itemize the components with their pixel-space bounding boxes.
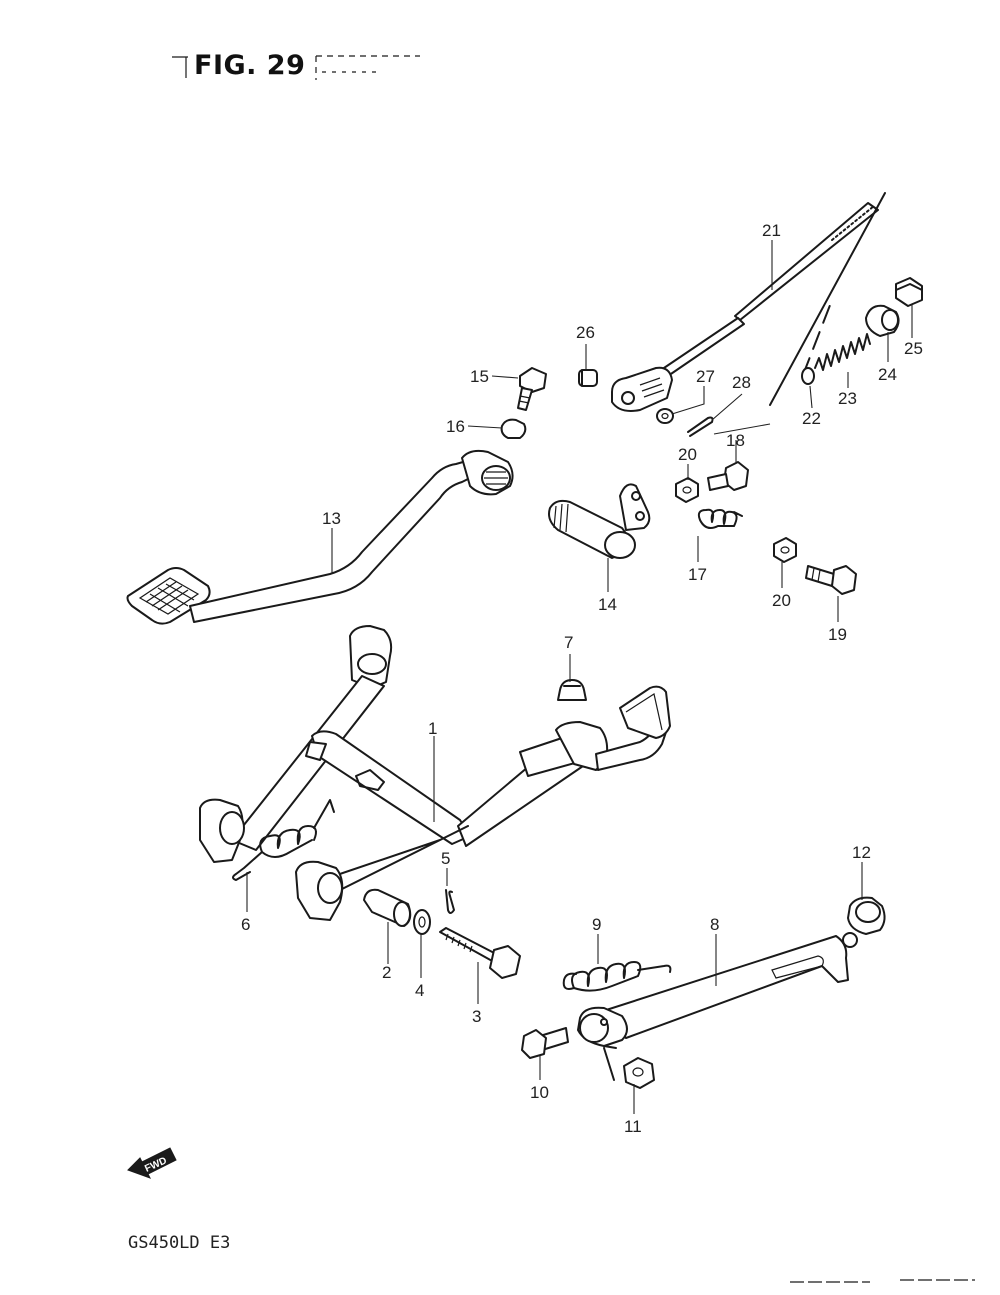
callout-16: 16 bbox=[446, 417, 465, 436]
part-3-bolt bbox=[439, 927, 521, 979]
callout-20-upper: 20 bbox=[678, 445, 697, 464]
part-23-spring bbox=[814, 333, 871, 371]
part-21-brake-rod bbox=[611, 192, 886, 412]
header-marks bbox=[172, 55, 420, 80]
part-19-bolt bbox=[805, 565, 857, 595]
fwd-label: FWD bbox=[143, 1155, 168, 1174]
callout-15: 15 bbox=[470, 367, 489, 386]
callout-13: 13 bbox=[322, 509, 341, 528]
fwd-arrow-icon: FWD bbox=[127, 1147, 177, 1179]
model-code: GS450LD E3 bbox=[128, 1233, 231, 1253]
callout-5: 5 bbox=[441, 849, 450, 868]
part-14-brake-shaft bbox=[548, 483, 651, 559]
callout-1: 1 bbox=[428, 719, 437, 738]
callout-3: 3 bbox=[472, 1007, 481, 1026]
leader-lines bbox=[246, 240, 913, 1114]
callout-6: 6 bbox=[241, 915, 250, 934]
callout-11: 11 bbox=[624, 1117, 642, 1136]
part-1-center-stand bbox=[199, 625, 671, 921]
callout-25: 25 bbox=[904, 339, 923, 358]
callout-7: 7 bbox=[564, 633, 573, 652]
part-22-washer bbox=[801, 367, 815, 385]
part-4-washer bbox=[413, 909, 431, 935]
part-25-nut bbox=[895, 277, 923, 307]
callout-4: 4 bbox=[415, 981, 424, 1000]
callout-22: 22 bbox=[802, 409, 821, 428]
callout-20-lower: 20 bbox=[772, 591, 791, 610]
part-26-pin bbox=[578, 369, 598, 387]
callout-10: 10 bbox=[530, 1083, 549, 1102]
callout-28: 28 bbox=[732, 373, 751, 392]
part-20-nut-upper bbox=[675, 477, 699, 503]
part-6-spring bbox=[232, 799, 335, 881]
callout-14: 14 bbox=[598, 595, 617, 614]
callout-9: 9 bbox=[592, 915, 601, 934]
part-10-bolt bbox=[521, 1027, 569, 1059]
part-9-spring bbox=[562, 961, 672, 992]
part-15-bolt bbox=[517, 367, 547, 411]
callout-26: 26 bbox=[576, 323, 595, 342]
callout-17: 17 bbox=[688, 565, 707, 584]
part-16-nut bbox=[500, 418, 527, 439]
bottom-rule bbox=[790, 1279, 975, 1283]
part-24-collar bbox=[865, 304, 900, 337]
callout-labels: 1 2 3 4 5 6 7 8 9 10 11 12 13 14 15 16 1… bbox=[241, 221, 923, 1136]
part-12-rubber bbox=[847, 896, 886, 935]
part-13-brake-pedal bbox=[126, 449, 514, 625]
part-27-washer bbox=[656, 408, 674, 424]
callout-23: 23 bbox=[838, 389, 857, 408]
callout-19: 19 bbox=[828, 625, 847, 644]
part-28-cotter-pin bbox=[687, 416, 714, 437]
part-5-clip bbox=[445, 889, 455, 914]
part-8-side-stand bbox=[577, 932, 858, 1047]
callout-24: 24 bbox=[878, 365, 897, 384]
part-18-bolt bbox=[707, 461, 749, 491]
callout-21: 21 bbox=[762, 221, 781, 240]
part-17-spring bbox=[697, 508, 743, 529]
part-7-stopper bbox=[557, 679, 587, 701]
callout-18: 18 bbox=[726, 431, 745, 450]
part-20-nut-lower bbox=[773, 537, 797, 563]
part-2-collar bbox=[363, 888, 412, 927]
callout-27: 27 bbox=[696, 367, 715, 386]
figure-title: FIG. 29 bbox=[194, 50, 306, 81]
part-11-nut bbox=[603, 1045, 655, 1089]
callout-2: 2 bbox=[382, 963, 391, 982]
callout-8: 8 bbox=[710, 915, 719, 934]
callout-12: 12 bbox=[852, 843, 871, 862]
